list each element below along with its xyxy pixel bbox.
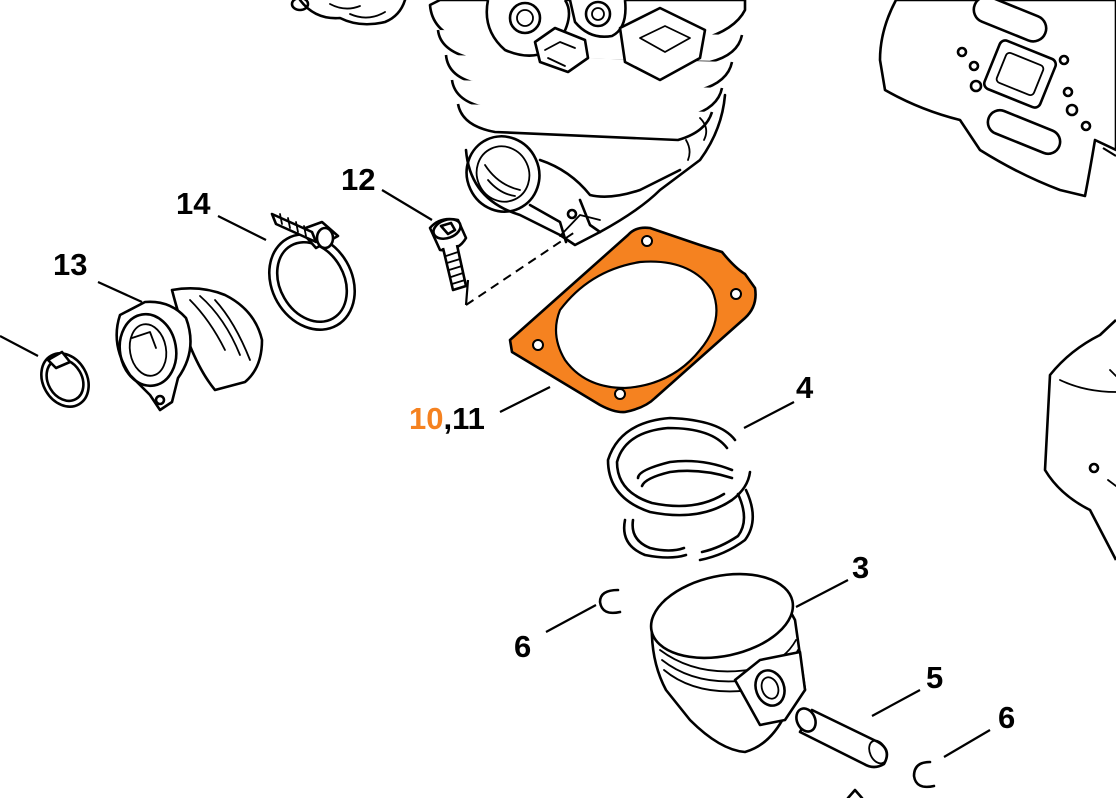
screw-icon — [428, 217, 470, 306]
callout-14[interactable]: 14 — [176, 186, 211, 221]
clamp-ring-icon — [40, 350, 90, 408]
callout-separator: , — [443, 401, 452, 436]
callout-13[interactable]: 13 — [53, 247, 87, 282]
side-cover-fragment-icon — [1043, 319, 1116, 561]
callout-4[interactable]: 4 — [796, 370, 814, 405]
callout-5[interactable]: 5 — [926, 660, 943, 695]
piston-pin-icon — [795, 707, 889, 769]
hose-clamp-icon — [267, 212, 357, 331]
piston-rings-icon — [606, 416, 755, 562]
piston-icon — [649, 572, 807, 754]
bottom-fragment-icon — [846, 788, 864, 798]
callout-11[interactable]: 11 — [452, 401, 485, 436]
callout-10[interactable]: 10 — [409, 401, 443, 436]
intake-manifold-icon — [115, 287, 264, 412]
callout-3[interactable]: 3 — [852, 550, 869, 585]
boot-fragment-icon — [290, 0, 407, 26]
circlip-icon — [598, 588, 936, 789]
alignment-line — [465, 231, 576, 306]
callout-12[interactable]: 12 — [341, 162, 375, 197]
callout-6-right[interactable]: 6 — [998, 700, 1015, 735]
base-gasket-icon — [508, 226, 757, 414]
callout-6-left[interactable]: 6 — [514, 629, 531, 664]
cylinder-icon — [428, 0, 747, 247]
callout-10-11: 10,11 — [409, 401, 485, 436]
leader-lines — [0, 189, 991, 758]
muffler-gasket-icon — [878, 0, 1116, 198]
